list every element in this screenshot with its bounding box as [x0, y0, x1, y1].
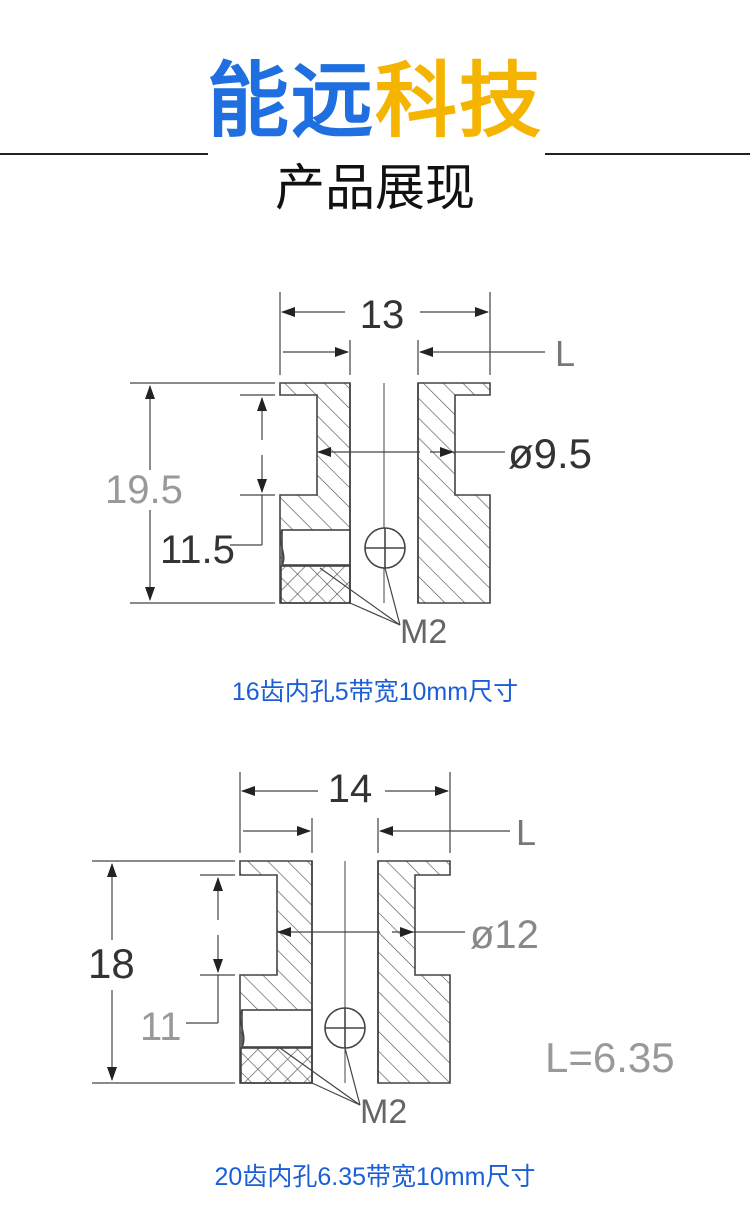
pulley-drawing-20t-svg: 14 L 18 11 ø12 M2 L=6.35	[88, 767, 675, 1131]
diameter-dimension-label: ø12	[470, 913, 539, 957]
pulley-drawing-20t: 14 L 18 11 ø12 M2 L=6.35	[0, 760, 750, 1160]
pulley-section-20t	[239, 860, 451, 1084]
drawing-caption-16t: 16齿内孔5带宽10mm尺寸	[231, 678, 519, 706]
pulley-drawing-16t-svg: 13 L 19.5 11.5 ø9.5 M2	[105, 292, 592, 651]
dimension-lines-16t	[130, 292, 545, 626]
brand-title-part1: 能远	[206, 54, 375, 149]
width-dimension-label: 14	[328, 767, 373, 811]
divider-right	[545, 153, 750, 155]
header: 能远科技 产品展现	[0, 0, 750, 240]
height-dimension-label: 19.5	[105, 468, 183, 512]
diameter-dimension-label: ø9.5	[508, 430, 592, 477]
drawing-caption-20t: 20齿内孔6.35带宽10mm尺寸	[214, 1163, 536, 1191]
length-symbol-label: L	[555, 333, 575, 374]
length-note-label: L=6.35	[545, 1034, 675, 1081]
section-subtitle: 产品展现	[275, 159, 475, 217]
brand-title: 能远科技	[0, 52, 750, 152]
brand-title-part2: 科技	[375, 54, 544, 149]
length-symbol-label: L	[516, 812, 536, 853]
height-dimension-label: 18	[88, 940, 135, 987]
screw-size-label: M2	[360, 1093, 407, 1131]
groove-dimension-label: 11.5	[160, 528, 235, 572]
pulley-drawing-16t: 13 L 19.5 11.5 ø9.5 M2	[0, 270, 750, 660]
divider-left	[0, 153, 208, 155]
dimension-lines-20t	[92, 772, 510, 1106]
pulley-section-16t	[279, 382, 491, 604]
groove-dimension-label: 11	[140, 1005, 182, 1049]
width-dimension-label: 13	[360, 293, 405, 337]
screw-size-label: M2	[400, 613, 447, 651]
